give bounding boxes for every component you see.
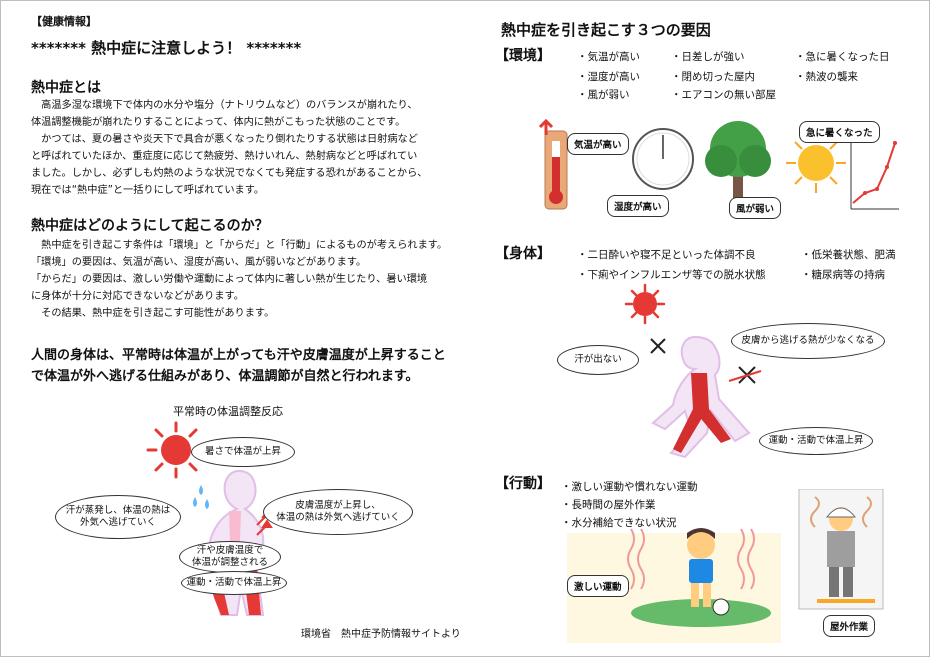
bubble-text: 体温が調整される [191,557,268,568]
source-credit: 環境省 熱中症予防情報サイトより [301,629,461,640]
env-item: 閉め切った屋内 [671,69,756,84]
bubble-exercise: 運動・活動で体温上昇 [181,571,287,595]
diagram-caption: 平常時の体温調整反応 [173,405,283,418]
hygrometer-icon [632,128,694,190]
body-item: 下痢やインフルエンザ等での脱水状態 [577,267,766,282]
runner-silhouette-icon [651,335,751,459]
section-body-regulation: 人間の身体は、平常時は体温が上がっても汗や皮膚温度が上昇すること で体温が外へ逃… [31,345,446,387]
sun-icon [146,421,206,479]
text-line: と呼ばれていたほか、重症度に応じて熱疲労、熱けいれん、熱射病などと呼ばれてい [31,151,418,162]
tree-icon [705,121,771,211]
env-item: エアコンの無い部屋 [671,87,777,102]
soccer-boy-icon [687,528,730,616]
bubble-sweat: 汗が蒸発し、体温の熱は 外気へ逃げていく [55,495,181,539]
text-line: ました。しかし、必ずしも灼熱のような状況でなくても発症する恐れがあることから、 [31,168,428,179]
bubble-adjust: 汗や皮膚温度で 体温が調整される [179,541,281,573]
env-item: 日差しが強い [671,49,745,64]
text-line: 人間の身体は、平常時は体温が上がっても汗や皮膚温度が上昇すること [31,348,446,363]
text-line: 高温多湿な環境下で体内の水分や塩分（ナトリウムなど）のバランスが崩れたり、 [31,100,418,111]
thermometer-icon [538,118,568,210]
health-info-tag: 【健康情報】 [31,15,97,28]
sun-icon [624,283,666,325]
env-item: 湿度が高い [577,69,641,84]
section-body-cause: 熱中症を引き起こす条件は「環境」と「からだ」と「行動」によるものが考えられます。… [31,237,447,322]
body-item: 糖尿病等の持病 [801,267,886,282]
sun-icon [786,133,846,193]
blocked-heat-icon [728,366,762,384]
text-line: 「からだ」の要因は、激しい労働や運動によって体内に著しい熱が生じたり、暑い環境 [31,274,428,285]
page-title: ******* 熱中症に注意しよう！ ******* [31,39,302,57]
body-item: 二日酔いや寝不足といった体調不良 [577,247,756,262]
text-line: で体温が外へ逃げる仕組みがあり、体温調節が自然と行われます。 [31,369,419,384]
label-sudden: 急に暑くなった [799,121,880,143]
grass [631,599,771,627]
text-line: 体温調整機能が崩れたりすることによって、体内に熱がこもった状態のことです。 [31,117,406,128]
category-action: 【行動】 [495,476,551,492]
text-line: かつては、夏の暑さや炎天下で具合が悪くなったり倒れたりする状態は日射病など [31,134,418,145]
bubble-text: 汗が蒸発し、体温の熱は [65,505,171,516]
body-item: 低栄養状態、肥満 [801,247,896,262]
env-item: 風が弱い [577,87,630,102]
label-wind: 風が弱い [729,197,782,219]
section-heading-what: 熱中症とは [31,80,101,96]
heat-wave-icon [627,528,755,590]
text-line: に身体が十分に対応できないなどがあります。 [31,291,244,302]
worker-icon [798,489,884,610]
category-body: 【身体】 [495,246,551,262]
bubble-text: 皮膚温度が上昇し、 [295,500,381,511]
action-item: 水分補給できない状況 [561,515,677,530]
bubble-text: 体温の熱は外気へ逃げていく [276,512,400,523]
bubble-text: 汗や皮膚温度で [196,545,264,556]
section-body-what: 高温多湿な環境下で体内の水分や塩分（ナトリウムなど）のバランスが崩れたり、 体温… [31,97,428,199]
runner-illustration [624,283,762,459]
label-work: 屋外作業 [823,615,876,637]
section-heading-cause: 熱中症はどのようにして起こるのか？ [31,218,269,234]
blocked-sweat-icon [650,338,666,354]
category-environment: 【環境】 [495,48,551,64]
label-sport: 激しい運動 [567,575,629,597]
environment-illustration [538,118,899,211]
label-temp: 気温が高い [567,133,629,155]
right-title: 熱中症を引き起こす３つの要因 [501,21,711,39]
text-line: 熱中症を引き起こす条件は「環境」と「からだ」と「行動」によるものが考えられます。 [31,240,448,251]
sweat-drops-icon [193,485,209,509]
bubble-exercise: 運動・活動で体温上昇 [759,427,873,455]
action-item: 長時間の屋外作業 [561,497,656,512]
bubble-skin-heat: 皮膚から逃げる熱が少なくなる [731,323,885,359]
text-line: 「環境」の要因は、気温が高い、湿度が高い、風が弱いなどがあります。 [31,257,367,268]
bubble-heat: 暑さで体温が上昇 [191,437,295,467]
text-line: 現在では“熱中症”と一括りにして呼ばれています。 [31,185,265,196]
bubble-text: 外気へ逃げていく [79,517,156,528]
env-item: 熱波の襲来 [795,69,859,84]
env-item: 気温が高い [577,49,641,64]
action-item: 激しい運動や慣れない運動 [561,479,698,494]
label-humid: 湿度が高い [607,195,669,217]
bubble-no-sweat: 汗が出ない [557,345,639,375]
text-line: その結果、熱中症を引き起こす可能性があります。 [31,308,275,319]
env-item: 急に暑くなった日 [795,49,890,64]
bubble-skin: 皮膚温度が上昇し、 体温の熱は外気へ逃げていく [263,489,413,535]
